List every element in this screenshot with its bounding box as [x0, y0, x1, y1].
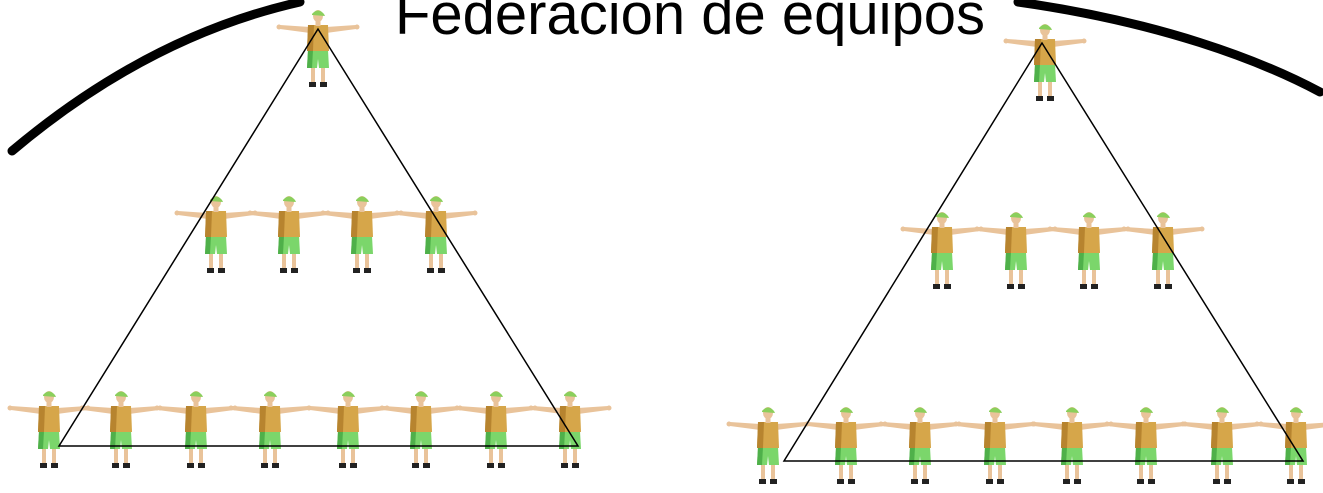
person-figure-icon	[804, 407, 888, 484]
person-figure-icon	[900, 212, 984, 289]
person-figure-icon	[1047, 212, 1131, 289]
person-figure-icon	[379, 391, 463, 468]
person-figure-icon	[1030, 407, 1114, 484]
person-figure-icon	[974, 212, 1058, 289]
person-figure-icon	[1180, 407, 1264, 484]
outer-arc	[7, 0, 1323, 156]
pyramid-right-triangle	[782, 41, 1305, 462]
pyramid-left	[7, 10, 612, 468]
person-figure-icon	[174, 196, 258, 273]
person-figure-icon	[79, 391, 163, 468]
person-figure-icon	[528, 391, 612, 468]
person-figure-icon	[154, 391, 238, 468]
person-figure-icon	[306, 391, 390, 468]
person-figure-icon	[878, 407, 962, 484]
person-figure-icon	[1121, 212, 1205, 289]
person-figure-icon	[953, 407, 1037, 484]
person-figure-icon	[726, 407, 810, 484]
person-figure-icon	[228, 391, 312, 468]
pyramid-right	[726, 24, 1323, 484]
person-figure-icon	[320, 196, 404, 273]
person-figure-icon	[1254, 407, 1323, 484]
person-figure-icon	[1003, 24, 1087, 101]
person-figure-icon	[7, 391, 91, 468]
person-figure-icon	[454, 391, 538, 468]
diagram-title: Federación de equipos	[395, 0, 985, 47]
pyramid-left-triangle	[57, 27, 580, 447]
person-figure-icon	[394, 196, 478, 273]
person-figure-icon	[1104, 407, 1188, 484]
person-figure-icon	[247, 196, 331, 273]
